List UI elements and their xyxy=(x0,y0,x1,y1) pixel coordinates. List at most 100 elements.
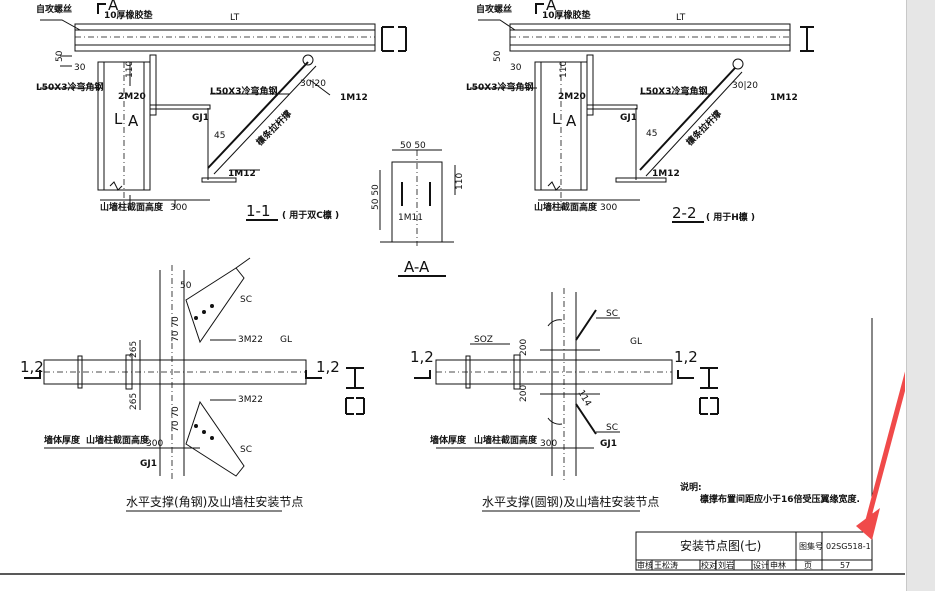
bolt-1m12a-r: 1M12 xyxy=(770,93,798,103)
sc-top-r: SC xyxy=(606,309,618,319)
dim-300-b: 300 xyxy=(146,439,163,449)
sec-mark-l: 1,2 xyxy=(20,358,44,376)
dim-70-bottom: 70 70 xyxy=(171,406,181,432)
la-mark: L xyxy=(114,110,123,128)
double-c-icon-r xyxy=(699,397,719,415)
dim-110-r: 110 xyxy=(559,61,569,78)
tb-title: 安装节点图(七) xyxy=(680,538,761,553)
gj-label-b: GJ1 xyxy=(140,459,157,469)
angle-label-2: L50X3冷弯角钢 xyxy=(210,85,277,97)
dim-265-top: 265 xyxy=(129,341,139,358)
double-c-icon-b xyxy=(345,397,365,415)
gl-label: GL xyxy=(280,335,292,345)
dim-50: 50 xyxy=(55,50,65,62)
dim-70-top: 70 70 xyxy=(171,316,181,342)
dim-30-20-r: 30|20 xyxy=(732,81,758,91)
sc-bottom-r: SC xyxy=(606,423,618,433)
h-section-icon xyxy=(800,26,814,52)
bolt-1m12a: 1M12 xyxy=(340,93,368,103)
angle-45: 45 xyxy=(214,131,225,141)
aa-dim-top: 50 50 xyxy=(400,141,426,151)
bolt-1m12b-r: 1M12 xyxy=(652,169,680,179)
la-mark-r: L xyxy=(552,110,561,128)
tb-review-sign: 王松涛 xyxy=(654,560,678,570)
column-label: 山墙柱截面高度 xyxy=(100,201,164,213)
purlin-beam xyxy=(74,23,376,52)
purlin-beam-h xyxy=(509,23,791,52)
aa-title: A-A xyxy=(404,258,430,276)
detail-rod-brace: 1,2 1,2 SC SC SOZ GL 200 200 300 GJ1 114… xyxy=(410,288,719,512)
detail-2-2: 自攻螺丝 A 10厚橡胶垫 LT L50X3冷弯角钢 2M20 L50X3冷弯角… xyxy=(466,0,814,223)
lt-label-2: LT xyxy=(676,13,686,23)
caption-rod: 水平支撑(圆钢)及山墙柱安装节点 xyxy=(482,494,659,509)
sec-mark-r-r: 1,2 xyxy=(674,348,698,366)
tb-atlas-label: 图集号 xyxy=(799,541,823,551)
double-c-section-icon xyxy=(381,26,407,52)
rod-brace-bottom xyxy=(575,403,597,435)
dim-265-bottom: 265 xyxy=(129,393,139,410)
tb-check-label: 校对 xyxy=(701,560,717,570)
dim-30-20: 30|20 xyxy=(300,79,326,89)
dim-30: 30 xyxy=(74,63,86,73)
gj-label-r: GJ1 xyxy=(620,113,637,123)
dim-300-r: 300 xyxy=(600,203,617,213)
detail-angle-brace: 1,2 1,2 SC SC 3M22 3M22 GL 50 70 70 70 7… xyxy=(20,257,365,512)
section-mark-a-2: A xyxy=(546,0,557,14)
bolt-3m22-bottom: 3M22 xyxy=(238,395,263,405)
aa-bolt: 1M11 xyxy=(398,213,423,223)
bolt-2m20-r: 2M20 xyxy=(558,92,586,102)
angle-label-2-r: L50X3冷弯角钢 xyxy=(640,85,707,97)
col-label-b: 山墙柱截面高度 xyxy=(86,434,150,446)
la-label-r: A xyxy=(566,112,577,130)
pad-label: 10厚橡胶垫 xyxy=(104,9,153,21)
tb-check-sign: 刘岩 xyxy=(718,560,734,570)
aa-dim-right: 110 xyxy=(455,173,465,190)
sc-top: SC xyxy=(240,295,252,305)
dim-50-r: 50 xyxy=(493,50,503,62)
drawing-canvas: 自攻螺丝 A 10厚橡胶垫 LT L50X3冷弯角钢 2M20 L50X3冷弯角… xyxy=(0,0,919,575)
tb-page-value: 57 xyxy=(840,561,850,570)
la-label: A xyxy=(128,112,139,130)
caption-angle: 水平支撑(角钢)及山墙柱安装节点 xyxy=(126,494,303,509)
section-a-a: 50 50 50 50 110 1M11 A-A xyxy=(371,141,465,277)
dim-200-bottom: 200 xyxy=(519,385,529,402)
angle-45-r: 45 xyxy=(646,129,657,139)
screw-label-2: 自攻螺丝 xyxy=(476,3,512,15)
sec-mark-l-r: 1,2 xyxy=(410,348,434,366)
dim-110: 110 xyxy=(125,61,135,78)
i-section-icon-r xyxy=(700,367,718,389)
tb-atlas-value: 02SG518-1 xyxy=(826,542,871,551)
drawing-sheet: 自攻螺丝 A 10厚橡胶垫 LT L50X3冷弯角钢 2M20 L50X3冷弯角… xyxy=(0,0,919,575)
note-text: 檩撑布置间距应小于16倍受压翼缘宽度. xyxy=(700,493,860,505)
note-heading: 说明: xyxy=(680,481,702,493)
gl-label-r: GL xyxy=(630,337,642,347)
vertical-scrollbar[interactable] xyxy=(906,0,935,591)
sc-bottom: SC xyxy=(240,445,252,455)
angle-brace-top xyxy=(185,267,245,344)
angle-brace-bottom xyxy=(185,400,245,477)
wall-label: 墙体厚度 xyxy=(44,434,81,446)
sec-mark-r: 1,2 xyxy=(316,358,340,376)
gj-label-r-b: GJ1 xyxy=(600,439,617,449)
detail-1-1: 自攻螺丝 A 10厚橡胶垫 LT L50X3冷弯角钢 2M20 L50X3冷弯角… xyxy=(36,0,407,221)
i-section-icon xyxy=(346,367,364,389)
tb-design-label: 设计 xyxy=(753,560,769,570)
section-note-1-1: ( 用于双C檩 ) xyxy=(282,209,339,221)
pad-label-2: 10厚橡胶垫 xyxy=(542,9,591,21)
section-title-1-1: 1-1 xyxy=(246,202,271,220)
angle-label-r: L50X3冷弯角钢 xyxy=(466,81,533,93)
gj-label: GJ1 xyxy=(192,113,209,123)
title-block: 安装节点图(七) 图集号 02SG518-1 页 57 审核 王松涛 校对 刘岩… xyxy=(635,318,873,571)
angle-label: L50X3冷弯角钢 xyxy=(36,81,103,93)
section-mark-a: A xyxy=(108,0,119,14)
aa-dim-left: 50 50 xyxy=(371,184,381,210)
red-arrow-icon xyxy=(856,337,919,540)
screw-label: 自攻螺丝 xyxy=(36,3,72,15)
dim-300-r-b: 300 xyxy=(540,439,557,449)
tb-page-label: 页 xyxy=(804,561,812,570)
rod-brace-top xyxy=(575,309,597,341)
bolt-soz: SOZ xyxy=(474,335,493,345)
diagonal-brace-2 xyxy=(639,67,736,171)
dim-30-r: 30 xyxy=(510,63,522,73)
lt-label: LT xyxy=(230,13,240,23)
